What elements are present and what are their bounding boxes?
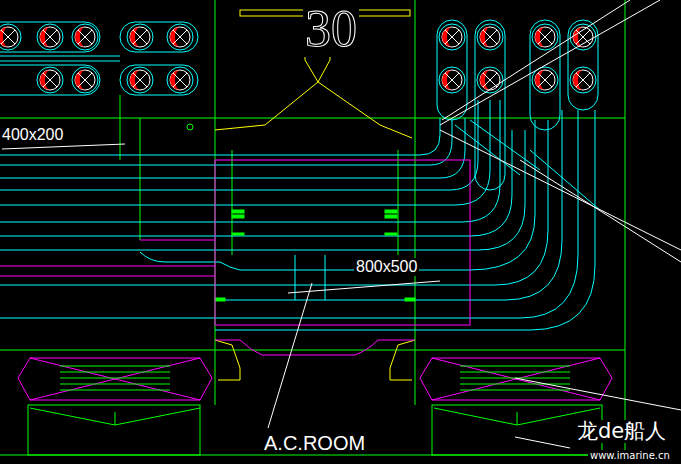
unit-hatch <box>28 366 602 455</box>
leader-lines <box>2 0 681 448</box>
room-name: A.C.ROOM <box>262 432 367 454</box>
flange-marks <box>215 210 415 301</box>
duct-lines <box>0 100 600 330</box>
watermark: www.imarine.cn <box>588 450 672 461</box>
structure-lines <box>0 160 612 400</box>
pipe-symbols <box>0 24 596 93</box>
watermark: 龙de船人 <box>575 420 668 443</box>
sheet-number: 30 <box>303 0 359 57</box>
duct-dimension: 400x200 <box>0 126 65 144</box>
duct-dimension: 800x500 <box>354 258 419 276</box>
